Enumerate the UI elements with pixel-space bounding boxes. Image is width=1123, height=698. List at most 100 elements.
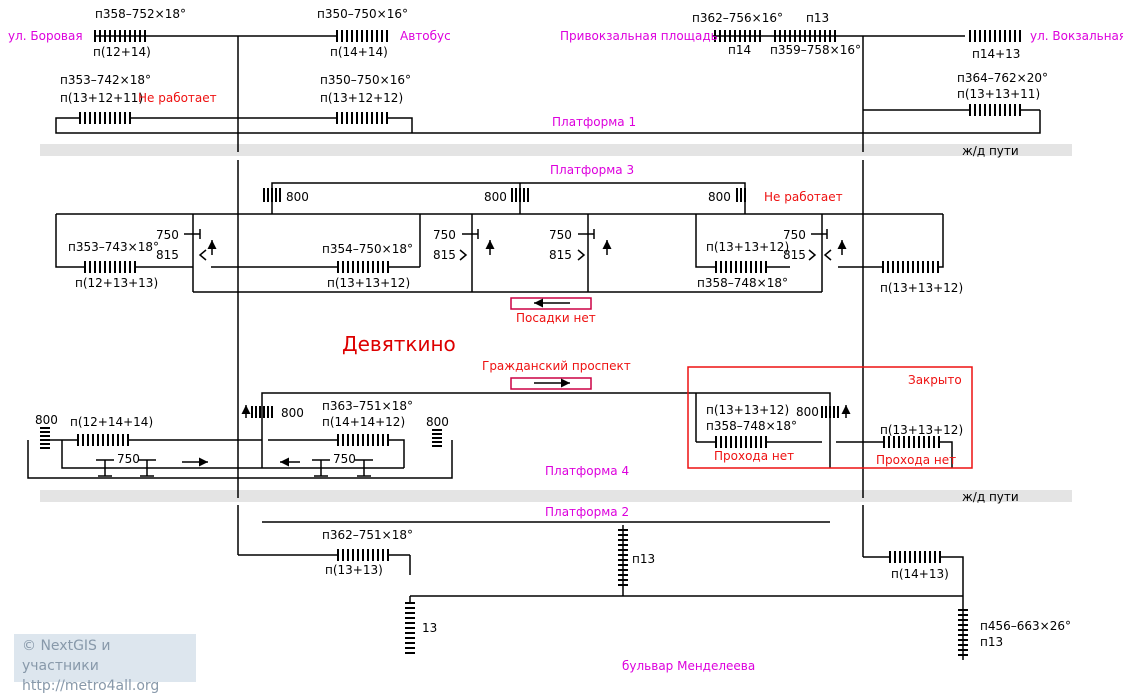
stair-800-c	[736, 188, 746, 202]
stair-10	[337, 261, 389, 273]
stair-12	[882, 261, 939, 273]
tracks-label: ж/д пути	[962, 490, 1019, 504]
width-label: 800	[796, 405, 819, 419]
stair-7	[969, 30, 1021, 42]
stair-label: п(12+14)	[93, 45, 151, 59]
stair-glyphs	[77, 30, 1021, 563]
status-label: Прохода нет	[876, 453, 956, 467]
stair-label: п(13+12+12)	[320, 91, 403, 105]
credits-box: © NextGIS и участники http://metro4all.o…	[14, 634, 196, 694]
direction-label: Гражданский проспект	[482, 359, 631, 373]
credits-line: © NextGIS и участники	[22, 638, 111, 674]
street-label: ул. Боровая	[8, 29, 83, 43]
platform-label: Платформа 3	[550, 163, 634, 177]
stair-label: п363–751×18°	[322, 399, 413, 413]
stair-4	[336, 112, 388, 124]
street-label: бульвар Менделеева	[622, 659, 755, 673]
stair-label: п358–752×18°	[95, 7, 186, 21]
width-label: 750	[549, 228, 572, 242]
status-label: Не работает	[138, 91, 217, 105]
stair-6	[774, 30, 836, 42]
status-label: Закрыто	[908, 373, 962, 387]
stair-label: п362–751×18°	[322, 528, 413, 542]
stair-13	[77, 434, 129, 446]
stair-14	[337, 434, 389, 446]
stair-label: п(12+13+13)	[75, 276, 158, 290]
stair-800-right	[432, 429, 442, 447]
stair-label: п358–748×18°	[697, 276, 788, 290]
stair-17	[337, 549, 389, 561]
stair-label: п456–663×26°	[980, 619, 1071, 633]
stair-label: п(13+13)	[325, 563, 383, 577]
width-label: 800	[281, 406, 304, 420]
stair-label: 13	[422, 621, 437, 635]
stair-15	[715, 436, 767, 448]
width-label: 750	[333, 452, 356, 466]
stair-label: п14+13	[972, 47, 1020, 61]
stair-label: п354–750×18°	[322, 242, 413, 256]
rail-tracks-top	[40, 144, 1072, 156]
labels: п358–752×18° п(12+14) п350–750×16° п(14+…	[8, 7, 1123, 673]
width-label: 800	[35, 413, 58, 427]
stair-label: п13	[980, 635, 1003, 649]
stair-label: п359–758×16°	[770, 43, 861, 57]
direction-label: Посадки нет	[516, 311, 596, 325]
stair-label: п358–748×18°	[706, 419, 797, 433]
width-label: 815	[433, 248, 456, 262]
width-label: 815	[549, 248, 572, 262]
platform-3-structure	[55, 182, 944, 293]
stair-3	[79, 112, 131, 124]
stair-800-d	[251, 406, 273, 418]
passage-lines	[237, 36, 890, 558]
street-label: ул. Вокзальная	[1030, 29, 1123, 43]
platform-label: Платформа 2	[545, 505, 629, 519]
credits-link[interactable]: http://metro4all.org	[22, 678, 160, 694]
stair-label: п14	[728, 43, 751, 57]
platform-4-structure	[27, 366, 973, 479]
width-label: 800	[426, 415, 449, 429]
tracks-label: ж/д пути	[962, 144, 1019, 158]
direction-boxes	[510, 297, 592, 390]
top-exits	[55, 35, 1041, 134]
stair-16	[883, 436, 940, 448]
stair-label: п13	[632, 552, 655, 566]
platform-label: Платформа 1	[552, 115, 636, 129]
stair-label: п353–742×18°	[60, 73, 151, 87]
width-label: 815	[783, 248, 806, 262]
stair-11	[715, 261, 767, 273]
platform-label: Платформа 4	[545, 464, 629, 478]
stair-1	[94, 30, 146, 42]
width-label: 750	[433, 228, 456, 242]
station-title: Девяткино	[342, 332, 456, 356]
stair-label: п(14+14)	[330, 45, 388, 59]
stair-label: п(13+13+12)	[880, 423, 963, 437]
width-label: 800	[708, 190, 731, 204]
stair-8	[969, 104, 1021, 116]
stair-label: п(13+13+12)	[706, 403, 789, 417]
stair-19	[405, 602, 415, 654]
stair-800-a	[263, 188, 281, 202]
stair-20	[889, 551, 941, 563]
width-label: 750	[156, 228, 179, 242]
stair-label: п(13+13+11)	[957, 87, 1040, 101]
stair-label: п13	[806, 11, 829, 25]
stair-9	[84, 261, 136, 273]
stair-800-left	[40, 427, 50, 449]
stair-label: п(14+13)	[891, 567, 949, 581]
status-label: Не работает	[764, 190, 843, 204]
width-label: 815	[156, 248, 179, 262]
width-label: 750	[117, 452, 140, 466]
width-label: 800	[484, 190, 507, 204]
stair-label: п350–750×16°	[317, 7, 408, 21]
status-label: Прохода нет	[714, 449, 794, 463]
stair-label: п(14+14+12)	[322, 415, 405, 429]
stair-label: п(13+12+11)	[60, 91, 143, 105]
stair-glyphs-horizontal	[40, 427, 968, 656]
rail-tracks-bottom	[40, 490, 1072, 502]
stair-label: п350–750×16°	[320, 73, 411, 87]
stair-label: п362–756×16°	[692, 11, 783, 25]
stair-label: п(12+14+14)	[70, 415, 153, 429]
stair-2	[336, 30, 388, 42]
